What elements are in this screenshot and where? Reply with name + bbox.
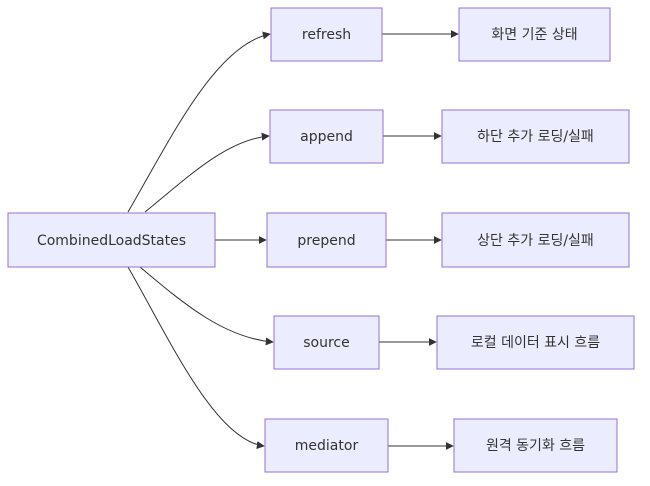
node-prepend-result[interactable]: 상단 추가 로딩/실패 <box>441 212 630 268</box>
node-label: 상단 추가 로딩/실패 <box>477 233 594 249</box>
node-append-result[interactable]: 하단 추가 로딩/실패 <box>441 109 630 164</box>
node-refresh[interactable]: refresh <box>270 7 383 62</box>
node-label: append <box>300 129 353 145</box>
edge-root-to-source <box>139 266 274 346</box>
node-append[interactable]: append <box>269 109 384 164</box>
node-label: 로컬 데이터 표시 흐름 <box>471 335 600 351</box>
node-label: prepend <box>297 233 355 249</box>
node-source-result[interactable]: 로컬 데이터 표시 흐름 <box>436 315 635 370</box>
node-label: 하단 추가 로딩/실패 <box>477 129 594 145</box>
node-prepend[interactable]: prepend <box>266 212 387 268</box>
node-source[interactable]: source <box>273 315 380 370</box>
node-label: source <box>303 335 350 351</box>
node-label: 화면 기준 상태 <box>491 27 577 43</box>
node-mediator[interactable]: mediator <box>264 418 389 473</box>
node-label: 원격 동기화 흐름 <box>486 438 585 454</box>
node-combined-load-states[interactable]: CombinedLoadStates <box>7 212 216 268</box>
edge-root-to-append <box>144 132 270 213</box>
edge-root-to-refresh <box>127 31 271 213</box>
node-label: CombinedLoadStates <box>37 233 186 249</box>
node-label: refresh <box>302 27 351 43</box>
node-refresh-result[interactable]: 화면 기준 상태 <box>458 7 611 62</box>
edge-root-to-mediator <box>127 266 265 450</box>
node-mediator-result[interactable]: 원격 동기화 흐름 <box>453 418 618 473</box>
node-label: mediator <box>295 438 359 454</box>
